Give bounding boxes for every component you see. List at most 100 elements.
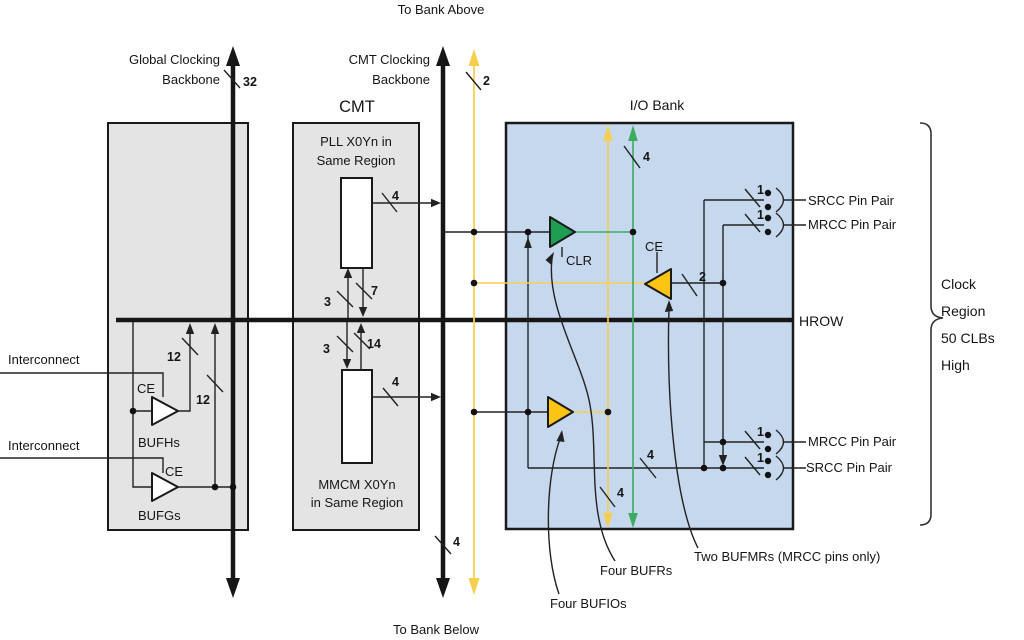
- bufhs-label: BUFHs: [138, 435, 180, 450]
- io-bank-title: I/O Bank: [630, 97, 685, 113]
- hrow-label: HROW: [799, 313, 844, 329]
- two-bufmrs-callout-arrow-icon: [664, 300, 674, 312]
- global-clocking-label-2: Backbone: [162, 72, 220, 87]
- bufmr-ce-label: CE: [645, 239, 663, 254]
- slash-pll-in-3: [336, 290, 354, 308]
- bus-width-mmcm-in: 3: [323, 342, 330, 356]
- interconnect1-wire: [0, 372, 164, 397]
- slash-pll-fb-7: [355, 282, 373, 300]
- slash-bufio-col-4: [599, 486, 616, 508]
- slash-cc-pins-4: [639, 457, 657, 479]
- four-bufios-label: Four BUFIOs: [550, 596, 627, 611]
- cmt-title: CMT: [339, 98, 375, 116]
- bus-width-pll-in: 3: [324, 295, 331, 309]
- mmcm-label-2: in Same Region: [311, 495, 404, 510]
- bufg-to-hrow-arrow-icon: [210, 323, 220, 334]
- slash-srcc-top-1: [744, 188, 761, 208]
- bufr-column-arrow-up-icon: [628, 125, 638, 141]
- four-bufrs-label: Four BUFRs: [600, 563, 673, 578]
- clock-region-brace-icon: [919, 122, 944, 526]
- mrcc-top-label: MRCC Pin Pair: [808, 217, 897, 232]
- bufg-ce-label: CE: [165, 464, 183, 479]
- slash-cmt-2: [465, 71, 482, 91]
- bus-width-mmcm-fb: 14: [367, 337, 381, 351]
- bus-width-mrcc-top: 1: [757, 208, 764, 222]
- slash-bufr-col-4: [623, 145, 641, 169]
- mmcm-input-arrow-icon: [342, 359, 352, 369]
- cmt-backbone-arrow-down-icon: [436, 578, 450, 598]
- cc-column-arrow-up-icon: [524, 237, 532, 248]
- bus-width-pll-out: 4: [392, 189, 399, 203]
- slash-bufg-12: [206, 374, 224, 393]
- clock-region-label-2: Region: [941, 303, 985, 319]
- cmt-clocking-label-1: CMT Clocking: [349, 52, 430, 67]
- slash-bufh-12: [181, 337, 199, 356]
- bus-width-pll-fb: 7: [371, 284, 378, 298]
- cmt-clocking-label-2: Backbone: [372, 72, 430, 87]
- interconnect-label-1: Interconnect: [8, 352, 80, 367]
- bus-width-srcc-top: 1: [757, 183, 764, 197]
- bus-width-srcc-bottom: 1: [757, 451, 764, 465]
- global-clocking-box: [107, 122, 249, 531]
- slash-bufmr-2: [681, 273, 698, 297]
- bufh-ce-label: CE: [137, 381, 155, 396]
- bufio-column-arrow-up-icon: [603, 125, 613, 141]
- bus-width-slashes: [181, 69, 761, 555]
- cmt-backbone-arrow-up-icon: [436, 46, 450, 66]
- bufh-buffer-triangle: [151, 396, 179, 426]
- to-bank-above-label: To Bank Above: [398, 2, 485, 17]
- cmt-yellow-arrow-up-icon: [468, 49, 480, 66]
- clock-region-label-3: 50 CLBs: [941, 330, 995, 346]
- bus-width-bufmr-in: 2: [699, 270, 706, 284]
- slash-mrcc-top-1: [744, 213, 761, 233]
- slash-mrcc-bottom-1: [744, 430, 761, 450]
- four-bufrs-callout-curve: [550, 258, 616, 562]
- bufh-output-wire: [178, 330, 191, 412]
- mmcm-output-arrow-icon: [431, 392, 441, 402]
- interconnect2-wire: [0, 457, 164, 473]
- bus-width-mmcm-out: 4: [392, 375, 399, 389]
- bus-width-bufio-col: 4: [617, 486, 624, 500]
- pll-output-arrow-icon: [431, 198, 441, 208]
- bus-width-bufh: 12: [167, 350, 181, 364]
- bus-width-cmt-below: 4: [453, 535, 460, 549]
- slash-mmcm-fb-14: [353, 332, 371, 350]
- slash-global-32: [223, 69, 241, 89]
- bufio-column-arrow-down-icon: [603, 513, 613, 528]
- four-bufios-callout-arrow-icon: [556, 430, 565, 442]
- bus-width-global: 32: [243, 75, 257, 89]
- two-bufmrs-label: Two BUFMRs (MRCC pins only): [694, 549, 880, 564]
- bufg-input-wire: [132, 322, 152, 488]
- bufgs-label: BUFGs: [138, 508, 181, 523]
- bus-width-mrcc-bottom: 1: [757, 425, 764, 439]
- slash-mmcm-in-3: [336, 335, 354, 353]
- bus-width-bufg-hrow: 12: [196, 393, 210, 407]
- mmcm-label-1: MMCM X0Yn: [318, 477, 395, 492]
- pll-label-1: PLL X0Yn in: [320, 134, 392, 149]
- srcc-bottom-label: SRCC Pin Pair: [806, 460, 893, 475]
- bus-width-cmt-vertical: 2: [483, 74, 490, 88]
- bus-width-bufr-col: 4: [643, 150, 650, 164]
- cmt-yellow-arrow-down-icon: [468, 578, 480, 595]
- pll-input-arrow-icon: [343, 268, 353, 278]
- to-bank-below-label: To Bank Below: [393, 622, 480, 637]
- bufg-buffer-triangle: [151, 472, 179, 502]
- mrcc-bottom-label: MRCC Pin Pair: [808, 434, 897, 449]
- mrcc-vertical-arrow-down-icon: [718, 455, 728, 466]
- bufio-buffer-triangle: [547, 396, 574, 428]
- mmcm-block: [341, 369, 373, 464]
- slash-cmt-below-4: [434, 535, 452, 555]
- four-bufios-callout-curve: [547, 435, 562, 595]
- global-backbone-arrow-up-icon: [226, 46, 240, 66]
- slash-mmcm-out-4: [382, 387, 399, 407]
- bufr-buffer-triangle: [549, 216, 576, 248]
- four-bufrs-callout-arrow-icon: [545, 252, 554, 265]
- slash-srcc-bottom-1: [744, 456, 761, 476]
- clock-region-label-4: High: [941, 357, 970, 373]
- pin-pair-connectors: [775, 187, 806, 481]
- clock-region-label-1: Clock: [941, 276, 977, 292]
- pll-label-2: Same Region: [317, 153, 396, 168]
- bus-width-cc-pins: 4: [647, 448, 654, 462]
- mmcm-feedback-arrow-icon: [356, 323, 366, 333]
